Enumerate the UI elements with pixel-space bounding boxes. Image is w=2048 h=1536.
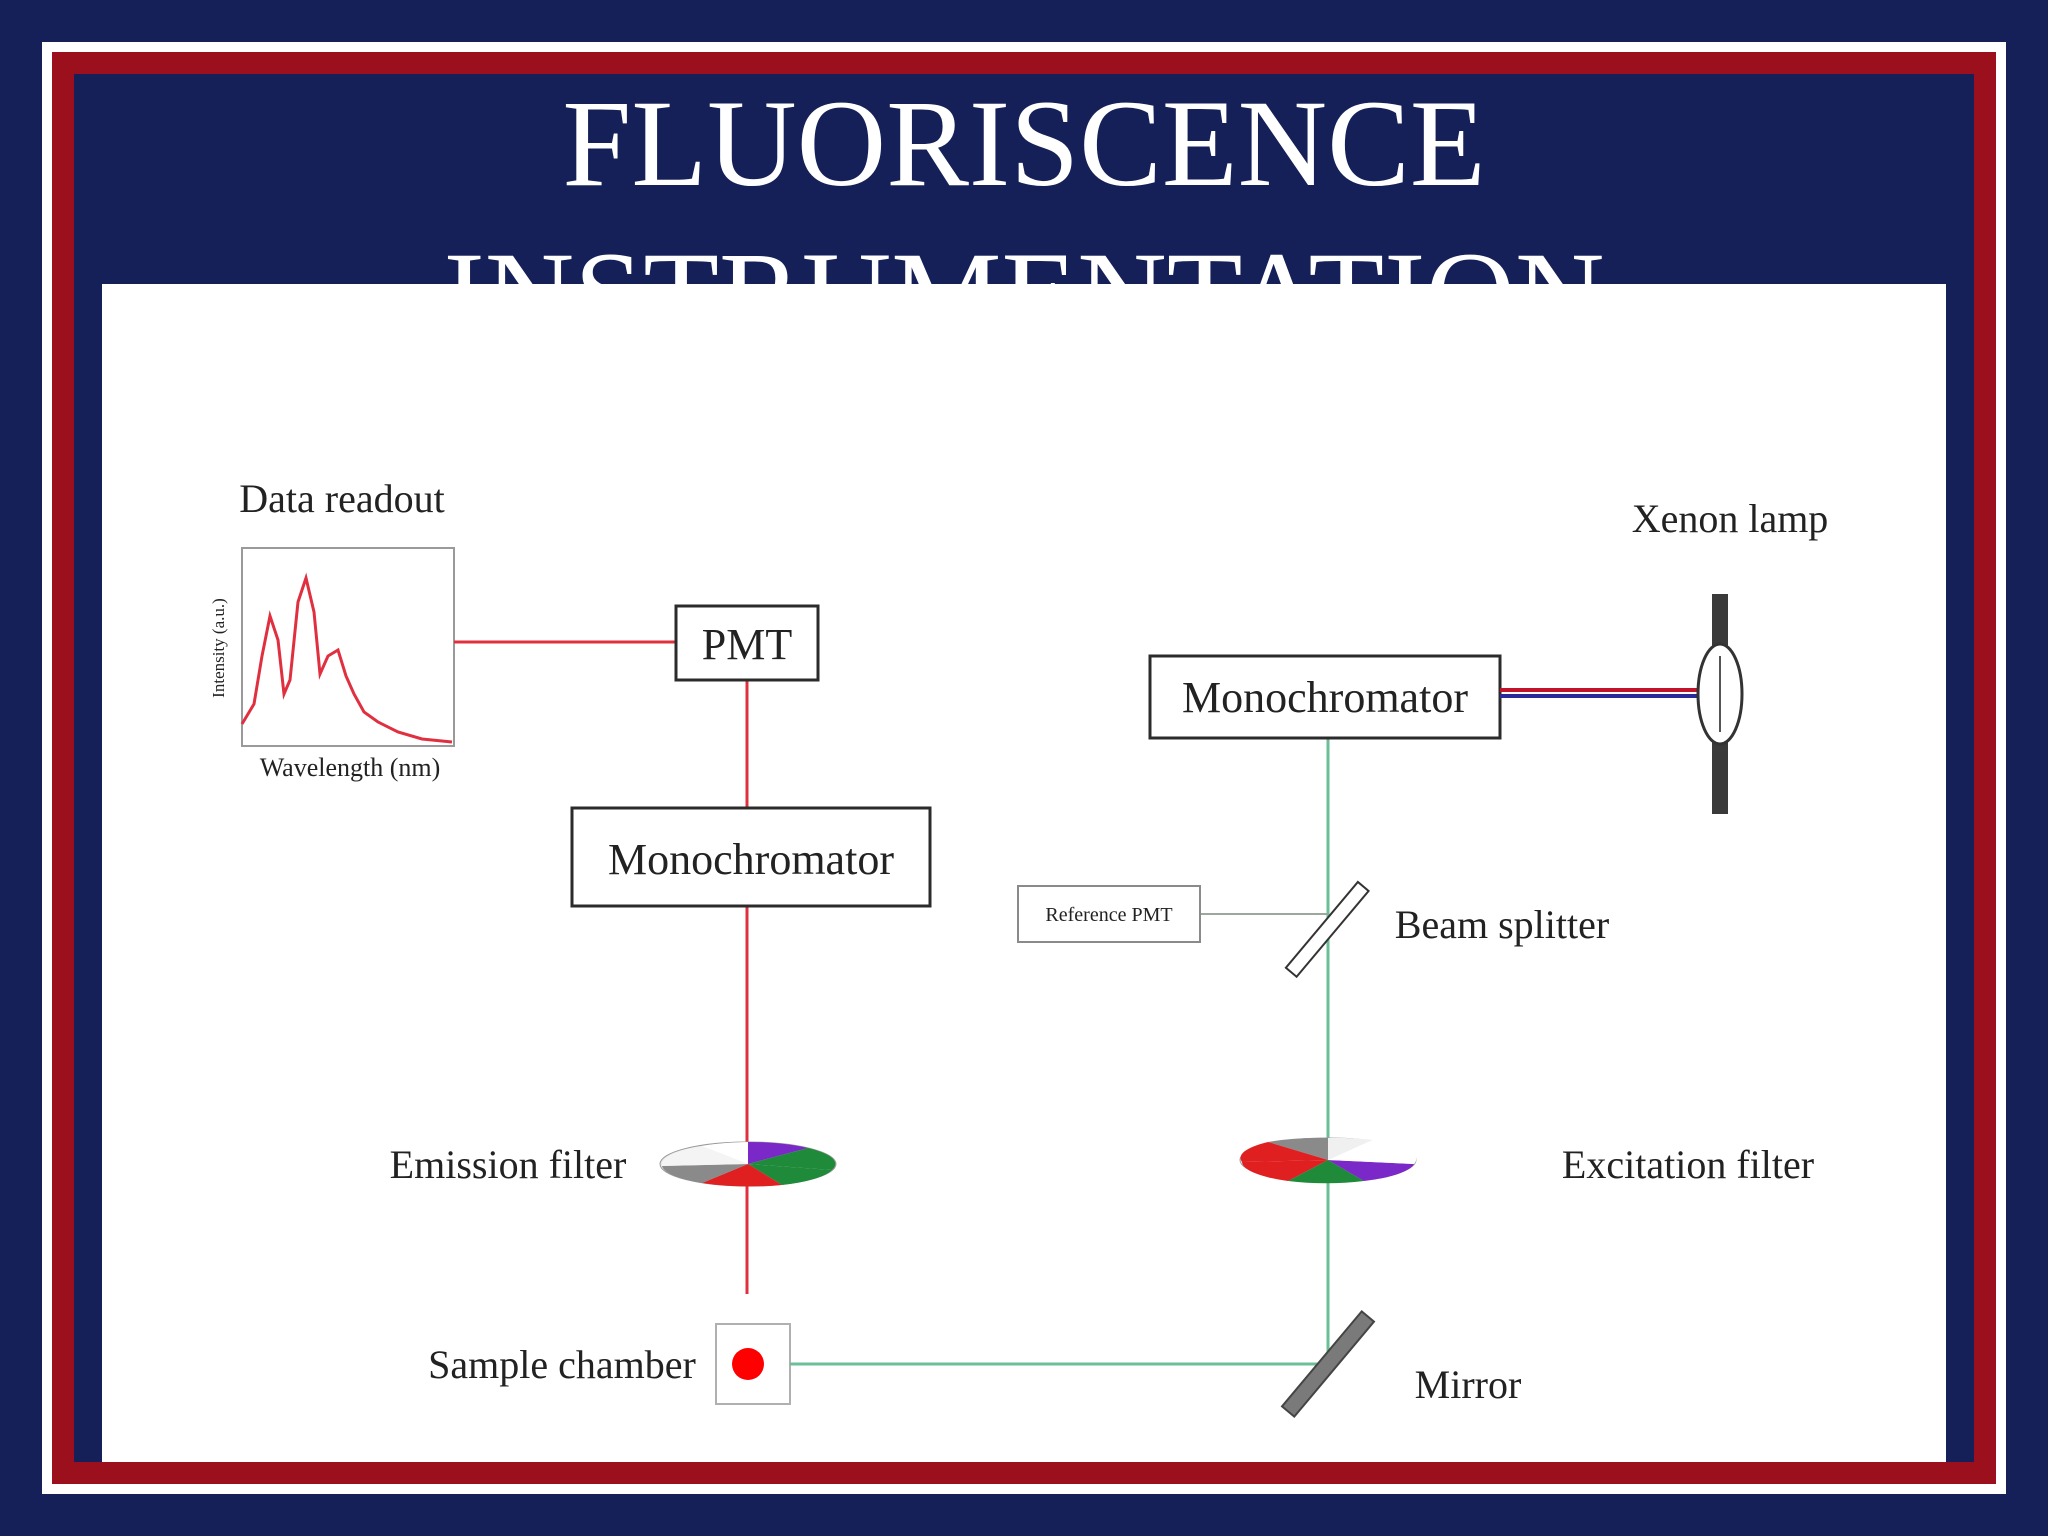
y-axis-label: Intensity (a.u.) [209,598,228,698]
x-axis-label: Wavelength (nm) [260,753,441,782]
mirror-icon [1280,1309,1376,1419]
excitation-monochromator-box [1148,654,1502,740]
excitation-filter-label: Excitation filter [1562,1142,1814,1187]
beam-splitter-icon [1284,880,1371,979]
emission-filter-wheel [659,1141,837,1187]
beam-splitter-label: Beam splitter [1395,902,1609,947]
reference-pmt-label: Reference PMT [1045,904,1172,926]
title-line-1: FLUORISCENCE [562,75,1486,212]
data-readout-label: Data readout [239,476,444,521]
excitation-filter-wheel [1239,1137,1417,1184]
reference-pmt-box [1017,885,1201,943]
readout-plot-frame [241,547,455,747]
emission-filter-label: Emission filter [390,1142,627,1187]
emission-monochromator-box [570,806,932,908]
pmt-label: PMT [702,620,793,669]
sample-chamber-label: Sample chamber [428,1342,696,1387]
diagram-panel: Data readout Intensity (a.u.) Wavelength… [102,284,1946,1462]
fluorescence-diagram: Data readout Intensity (a.u.) Wavelength… [209,476,1829,1419]
slide-body: FLUORISCENCE INSTRUMENTATION Data readou… [74,74,1974,1462]
spectrum-curve [240,572,453,744]
emission-monochromator-label: Monochromator [608,835,894,884]
pmt-box [674,604,820,682]
mirror-label: Mirror [1415,1362,1522,1407]
xenon-lamp-icon [1696,594,1744,814]
sample-dot [732,1348,764,1380]
xenon-lamp-label: Xenon lamp [1632,496,1829,541]
excitation-monochromator-label: Monochromator [1182,673,1468,722]
